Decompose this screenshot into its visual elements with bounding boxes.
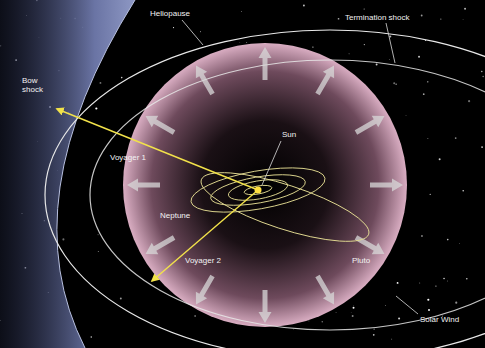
star (427, 299, 429, 301)
wind-arrow (355, 116, 385, 135)
star (364, 9, 365, 10)
termination-shock-label: Termination shock (345, 13, 409, 22)
star (443, 278, 445, 280)
star (398, 318, 400, 320)
star (481, 146, 483, 148)
bow-shock-band (0, 0, 135, 348)
solar-wind-arrows (127, 47, 403, 323)
wind-arrow (145, 235, 175, 254)
star (397, 282, 399, 284)
star (462, 190, 464, 192)
star (440, 19, 441, 20)
wind-arrow (196, 275, 215, 305)
star (99, 82, 101, 84)
star (246, 42, 248, 44)
heliopause-label: Heliopause (150, 9, 190, 18)
star (335, 312, 337, 314)
solar-wind-label: Solar Wind (420, 315, 459, 324)
star (439, 158, 441, 160)
star (376, 64, 378, 66)
star (353, 307, 355, 309)
star (427, 138, 429, 140)
voyager-2-path (152, 190, 258, 281)
star (459, 243, 461, 245)
neptune-label: Neptune (160, 211, 190, 220)
star (303, 5, 305, 7)
star (421, 235, 422, 236)
star (241, 11, 243, 13)
star (350, 312, 352, 314)
star (430, 194, 431, 195)
star (173, 27, 174, 28)
sun-dot (255, 187, 262, 194)
bow-shock-label: Bow shock (22, 76, 48, 94)
star (90, 336, 92, 338)
star (322, 321, 323, 322)
star (373, 328, 374, 329)
star (405, 115, 407, 117)
star (427, 81, 428, 82)
bow-shock-edge (57, 0, 135, 348)
star (98, 251, 99, 252)
star (391, 338, 393, 340)
star (455, 137, 457, 139)
termination-shock-curve (90, 60, 485, 330)
star (396, 84, 397, 85)
star (421, 15, 423, 17)
wind-arrow (315, 275, 334, 305)
star (455, 302, 457, 304)
star (388, 59, 390, 61)
heliopause-curve (45, 30, 485, 348)
star (95, 107, 97, 109)
star (468, 100, 470, 102)
sun-label: Sun (282, 130, 296, 139)
star (464, 8, 466, 10)
star (62, 238, 64, 240)
star (385, 305, 387, 307)
star (120, 297, 122, 299)
wind-arrow (127, 179, 160, 192)
star (312, 46, 313, 47)
wind-arrow (355, 235, 385, 254)
wind-arrow (370, 179, 403, 192)
star (435, 286, 436, 287)
star (419, 282, 421, 284)
star (200, 31, 202, 33)
leader-lines (182, 20, 418, 314)
wind-arrow (315, 65, 334, 95)
wind-arrow (259, 47, 272, 80)
star (447, 239, 449, 241)
star (446, 280, 448, 282)
star (482, 76, 484, 78)
star (97, 234, 99, 236)
star (194, 315, 196, 317)
star (393, 82, 395, 84)
star (418, 56, 420, 58)
star (121, 77, 123, 79)
star (352, 315, 354, 317)
star (239, 42, 241, 44)
voyager-1-path (57, 109, 258, 190)
wind-arrow (196, 65, 215, 95)
voyager-2-label: Voyager 2 (185, 256, 221, 265)
star (338, 18, 340, 20)
star (481, 71, 483, 73)
star (462, 19, 464, 21)
voyager-1-label: Voyager 1 (110, 153, 146, 162)
star (364, 44, 365, 45)
star (373, 334, 375, 336)
wind-arrow (259, 290, 272, 323)
star (466, 278, 468, 280)
star (428, 309, 430, 311)
star (423, 93, 425, 95)
wind-arrow (145, 116, 175, 135)
solar-wind-sphere (123, 43, 407, 327)
pluto-label: Pluto (352, 256, 370, 265)
star (353, 305, 355, 307)
star (348, 53, 350, 55)
star (308, 320, 310, 322)
